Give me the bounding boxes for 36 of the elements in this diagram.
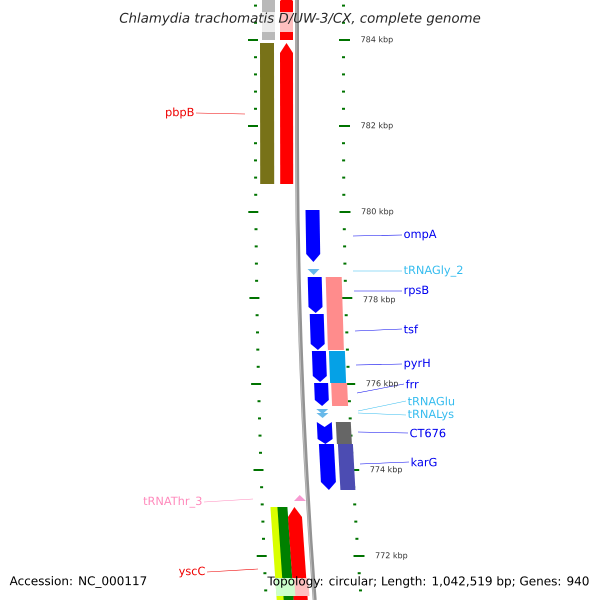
leader-line <box>356 364 402 366</box>
scale-label: 776 kbp <box>366 380 398 388</box>
leader-line <box>354 328 402 332</box>
gene-label: ompA <box>404 230 436 240</box>
scale-label: 774 kbp <box>370 466 402 474</box>
gene-label: pbpB <box>166 108 194 118</box>
gene-label: CT676 <box>410 428 446 438</box>
leader-line <box>360 462 410 464</box>
leader-line <box>352 234 402 236</box>
gene-label: karG <box>412 458 436 466</box>
leader-line <box>196 112 246 114</box>
gene-label: tRNALys <box>408 410 454 420</box>
scale-label: 772 kbp <box>376 552 408 560</box>
scale-label: 780 kbp <box>362 208 394 216</box>
leader-line <box>358 432 408 434</box>
leader-line <box>358 412 406 416</box>
info-text: Accession: NC_000117 <box>10 576 146 588</box>
gene-label: tsf <box>404 324 418 334</box>
info-text: Topology: circular; Length: 1,042,519 bp; Genes: 940 <box>267 576 589 588</box>
leader-line <box>354 290 402 292</box>
scale-label: 778 kbp <box>364 296 396 304</box>
gene-label: tRNAGlu <box>408 396 454 406</box>
gene-label: tRNAThr_3 <box>143 496 202 508</box>
scale-label: 784 kbp <box>361 36 393 44</box>
leader-line <box>358 400 406 412</box>
scale-label: 782 kbp <box>361 122 393 130</box>
gene-label: tRNAGly_2 <box>404 265 462 277</box>
gene-label: pyrH <box>404 358 430 370</box>
leader-line <box>352 270 402 272</box>
gene-label: yscC <box>178 566 205 578</box>
title: Chlamydia trachomatis D/UW-3/CX, complete genome <box>120 12 480 26</box>
leader-line <box>204 498 254 502</box>
leader-line <box>206 568 258 572</box>
gene-label: rpsB <box>404 286 428 296</box>
leader-line <box>356 384 404 394</box>
gene-label: frr <box>406 380 419 388</box>
